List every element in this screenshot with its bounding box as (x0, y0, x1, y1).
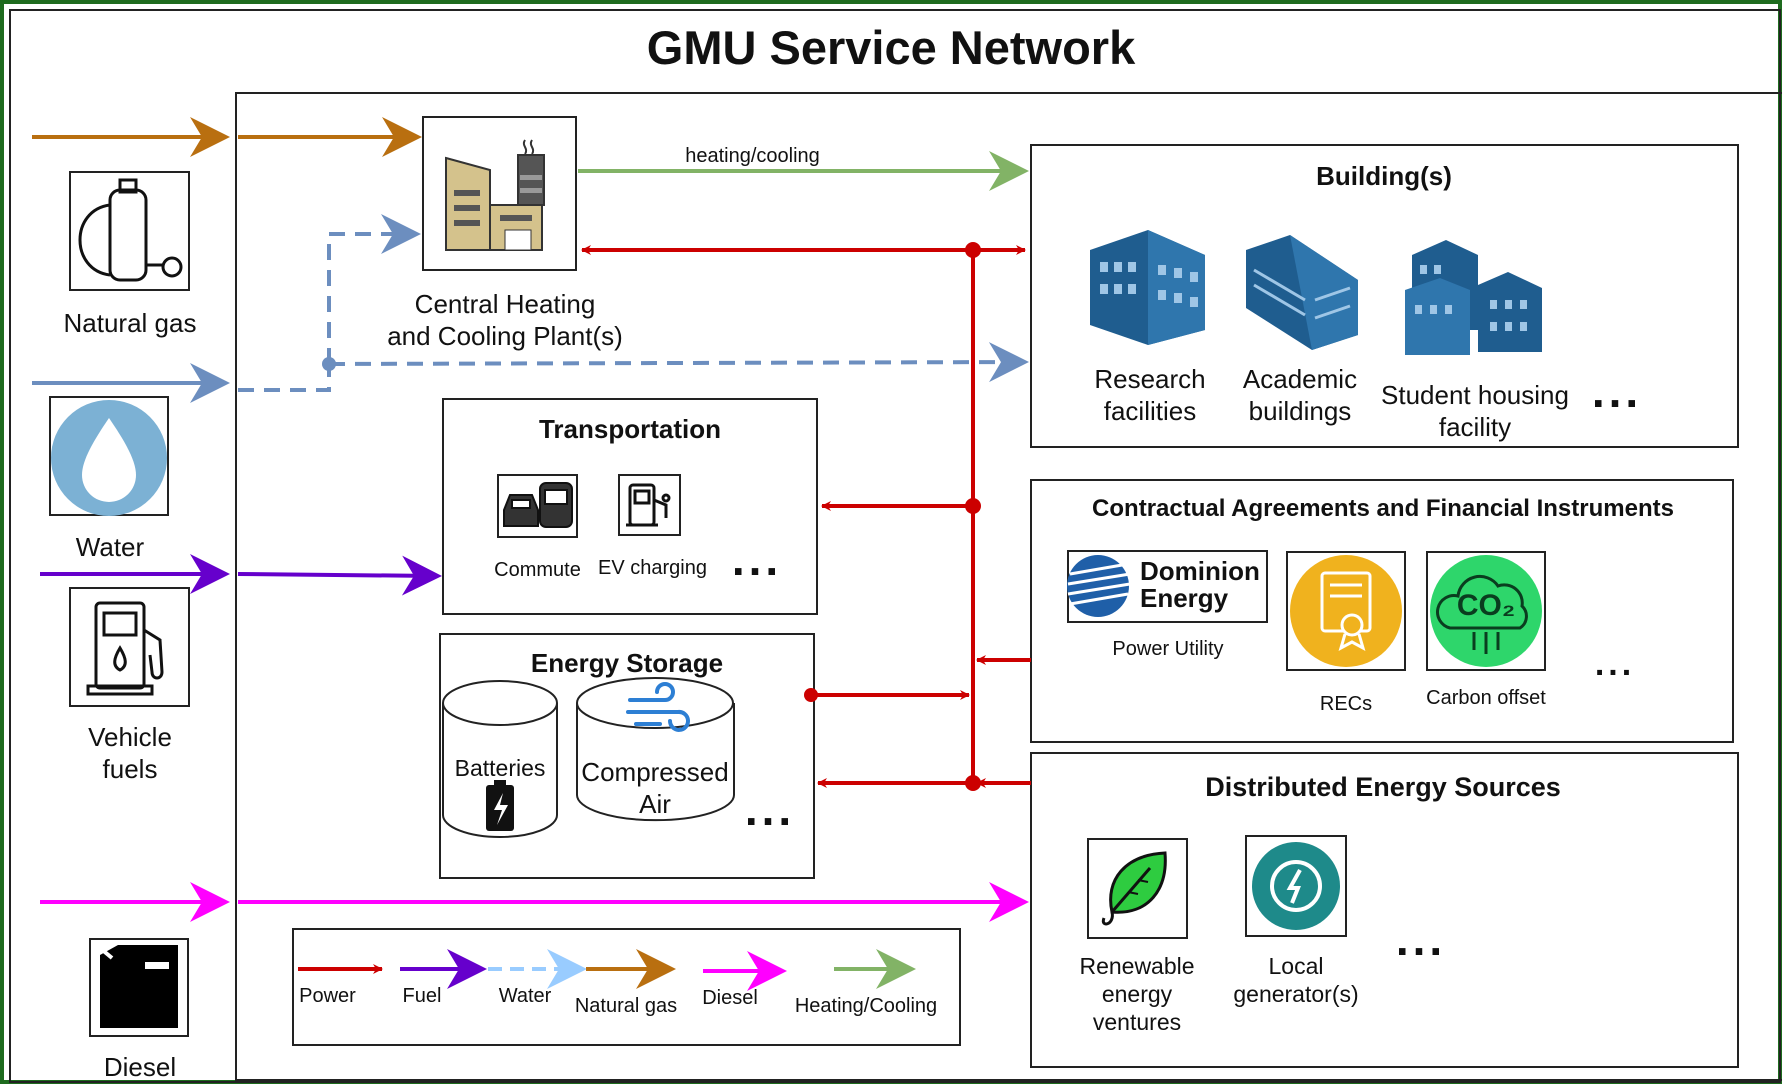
power-junction (965, 775, 981, 791)
fuel-pump-icon (86, 601, 164, 696)
academic-building-icon (1246, 235, 1358, 350)
water-drop-icon (51, 400, 167, 516)
diesel-label: Diesel (103, 1052, 177, 1082)
natural-gas-label: Natural gas (63, 308, 197, 338)
water-trunk (238, 364, 331, 392)
heating-cooling-flow-label: heating/cooling (685, 145, 820, 167)
legend-fuel-label: Fuel (402, 985, 442, 1007)
diagram-title: GMU Service Network (646, 21, 1136, 74)
water-plant-arrow (327, 214, 421, 364)
buildings-title: Building(s) (1316, 161, 1452, 191)
storage-title: Energy Storage (530, 648, 724, 678)
water-junction (322, 357, 336, 371)
co2-text: CO₂ (1456, 589, 1516, 622)
legend-diesel-label: Diesel (702, 987, 758, 1009)
battery-icon (486, 780, 514, 831)
leaf-icon (1101, 851, 1167, 926)
car-bus-icon (503, 482, 573, 528)
transportation-title: Transportation (538, 414, 721, 444)
power-icon (1252, 842, 1340, 930)
water-label: Water (75, 532, 145, 562)
co2-cloud-icon (1430, 555, 1542, 667)
power-junction (804, 688, 818, 702)
legend-heating-cooling-label: Heating/Cooling (794, 995, 938, 1017)
power-utility-label: Power Utility (1112, 638, 1224, 660)
legend-water-label: Water (498, 985, 552, 1007)
water-buildings-arrow (328, 342, 1029, 383)
der-more: ... (1395, 913, 1447, 965)
wind-icon (626, 682, 690, 732)
power-junction (965, 498, 981, 514)
storage-more: ... (744, 783, 796, 835)
student-housing-icon (1405, 240, 1542, 355)
gmu-boundary (235, 92, 1782, 1081)
certificate-icon (1290, 555, 1402, 667)
der-title: Distributed Energy Sources (1205, 772, 1561, 802)
legend-box (292, 928, 961, 1046)
factory-icon (445, 139, 545, 251)
commute-label: Commute (494, 559, 581, 581)
inner-frame (9, 9, 1781, 1083)
recs-label: RECs (1319, 693, 1373, 715)
batteries-label: Batteries (454, 755, 546, 781)
legend-power-label: Power (299, 985, 356, 1007)
transportation-more: ... (731, 533, 783, 585)
contracts-more: ... (1594, 645, 1636, 683)
ev-charging-label: EV charging (598, 557, 707, 579)
buildings-more: ... (1591, 365, 1643, 417)
dominion-energy-logo (1067, 555, 1131, 617)
legend-natural-gas-label: Natural gas (574, 995, 678, 1017)
power-junction (965, 242, 981, 258)
fuel-transportation-arrow (237, 555, 442, 596)
gas-cylinder-icon (78, 178, 183, 282)
batteries-cylinder (442, 680, 558, 838)
diesel-can-icon (98, 945, 178, 1028)
carbon-offset-label: Carbon offset (1426, 687, 1546, 709)
research-building-icon (1090, 230, 1205, 345)
compressed-air-cylinder (576, 677, 735, 822)
contracts-title: Contractual Agreements and Financial Ins… (1092, 495, 1674, 522)
ev-charger-icon (626, 483, 671, 527)
